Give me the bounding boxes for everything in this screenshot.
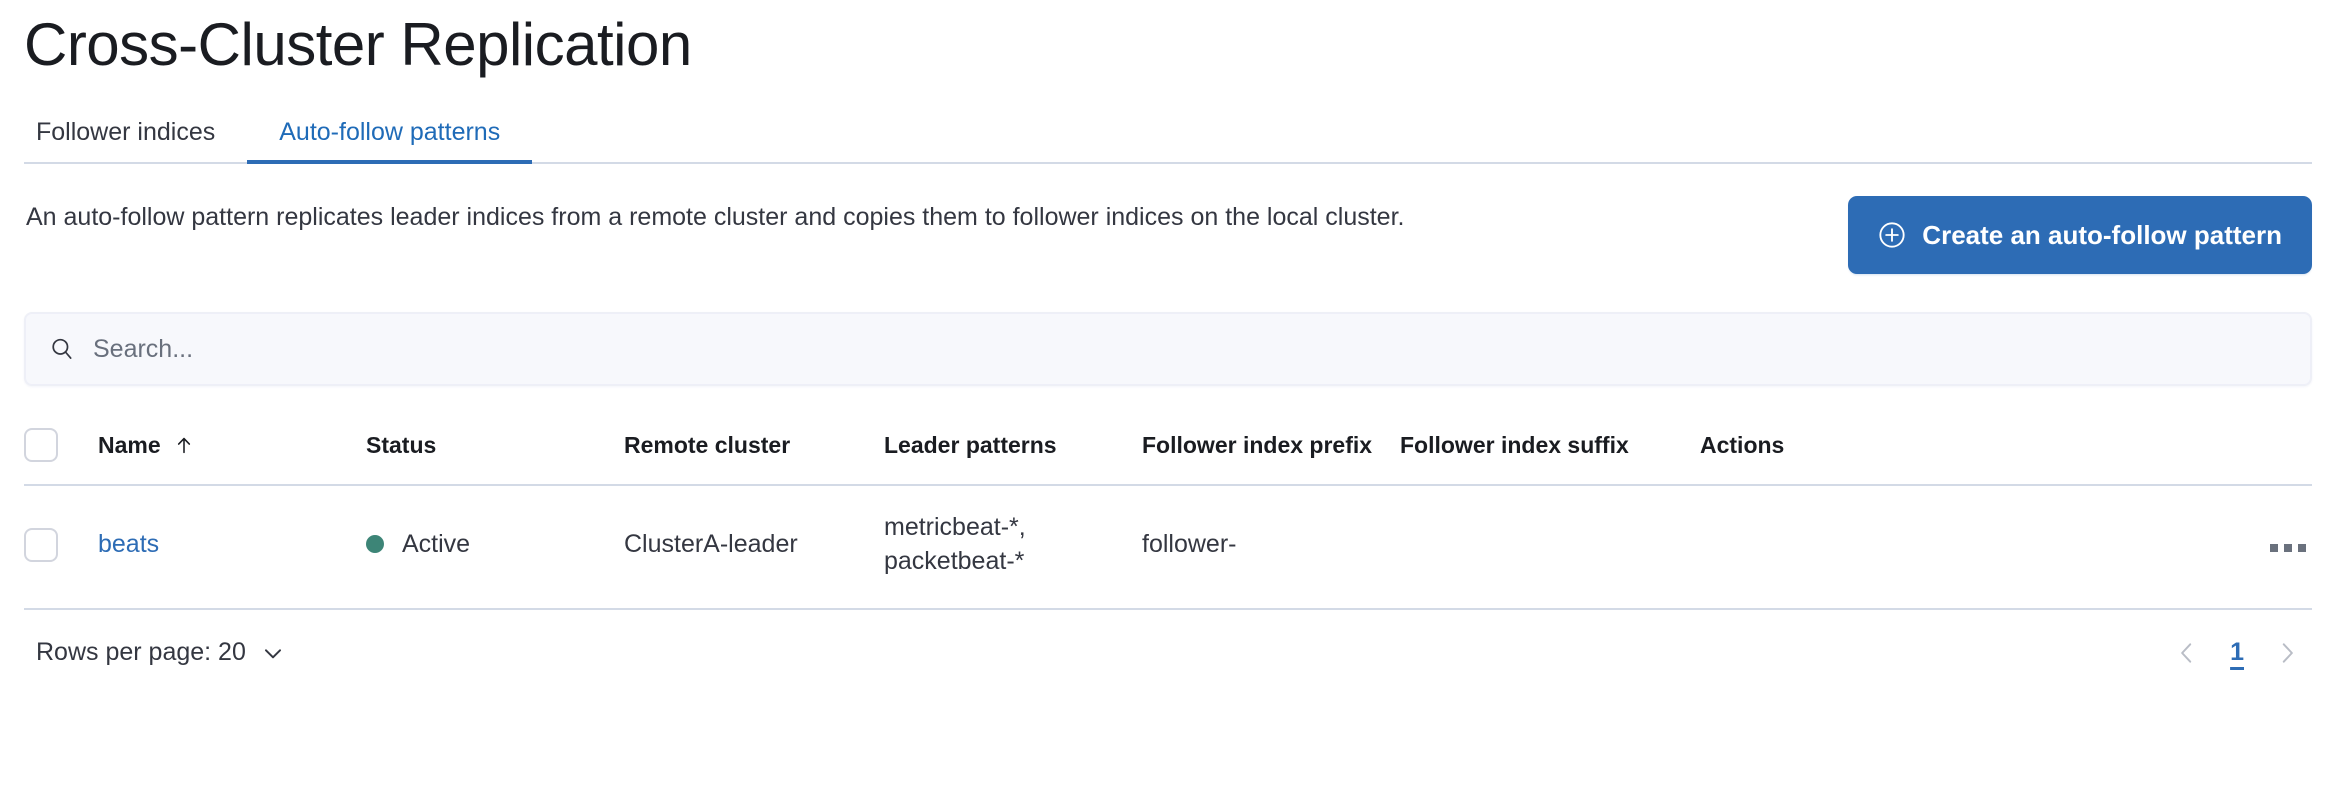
cell-remote-cluster: ClusterA-leader (624, 485, 884, 610)
arrow-up-icon (177, 437, 190, 454)
table-header-row: Name Status Remote cluster Leader patter… (24, 416, 2312, 486)
ellipsis-dot (2270, 544, 2278, 552)
pagination-page-1[interactable]: 1 (2230, 638, 2244, 666)
column-header-follower-index-prefix[interactable]: Follower index prefix (1142, 416, 1400, 486)
chevron-left-icon[interactable] (2174, 640, 2200, 666)
column-label-follower-index-prefix: Follower index prefix (1142, 431, 1373, 458)
status-dot-icon (366, 534, 384, 553)
table-header: Name Status Remote cluster Leader patter… (24, 416, 2312, 486)
chevron-right-icon[interactable] (2274, 640, 2300, 666)
table-row: beats Active ClusterA-leader metricbeat-… (24, 485, 2312, 610)
search-input[interactable] (93, 334, 2287, 364)
ellipsis-dot (2284, 544, 2292, 552)
plus-in-circle-icon (1879, 222, 1905, 248)
page-title: Cross-Cluster Replication (24, 11, 692, 78)
row-select-cell (24, 485, 98, 610)
table-footer: Rows per page: 20 1 (24, 638, 2312, 667)
cell-actions (1700, 485, 2312, 610)
pagination: 1 (2174, 638, 2300, 667)
search-bar[interactable] (24, 312, 2312, 386)
status-label: Active (402, 529, 471, 558)
search-icon (52, 338, 72, 359)
cell-follower-index-suffix (1400, 485, 1700, 610)
cell-follower-index-prefix: follower- (1142, 485, 1400, 610)
column-label-leader-patterns: Leader patterns (884, 431, 1057, 458)
cell-status: Active (366, 485, 624, 610)
ellipsis-dot (2298, 544, 2306, 552)
column-header-actions: Actions (1700, 416, 2312, 486)
auto-follow-patterns-table: Name Status Remote cluster Leader patter… (24, 416, 2312, 610)
column-header-follower-index-suffix[interactable]: Follower index suffix (1400, 416, 1700, 486)
cell-name: beats (98, 485, 366, 610)
status-badge: Active (366, 527, 470, 561)
column-header-status[interactable]: Status (366, 416, 624, 486)
row-actions-ellipsis-icon[interactable] (2264, 538, 2312, 558)
intro-description: An auto-follow pattern replicates leader… (26, 203, 1405, 231)
rows-per-page-select[interactable]: Rows per page: 20 (36, 638, 286, 667)
tab-auto-follow-patterns[interactable]: Auto-follow patterns (247, 118, 533, 164)
chevron-down-icon (264, 648, 281, 658)
column-label-actions: Actions (1700, 431, 1785, 458)
column-label-remote-cluster: Remote cluster (624, 431, 791, 458)
create-auto-follow-pattern-button[interactable]: Create an auto-follow pattern (1848, 196, 2312, 274)
column-header-name[interactable]: Name (98, 416, 366, 486)
column-header-leader-patterns[interactable]: Leader patterns (884, 416, 1142, 486)
pattern-name-link[interactable]: beats (98, 530, 160, 558)
create-button-label: Create an auto-follow pattern (1922, 219, 2282, 250)
column-label-status: Status (366, 431, 437, 458)
table-body: beats Active ClusterA-leader metricbeat-… (24, 485, 2312, 610)
select-all-checkbox[interactable] (24, 428, 58, 462)
tab-follower-indices[interactable]: Follower indices (24, 118, 247, 162)
row-checkbox[interactable] (24, 527, 58, 562)
tab-bar: Follower indices Auto-follow patterns (24, 106, 2312, 164)
rows-per-page-label: Rows per page: 20 (36, 638, 246, 666)
cell-leader-patterns: metricbeat-*, packetbeat-* (884, 485, 1142, 610)
column-label-follower-index-suffix: Follower index suffix (1400, 431, 1629, 458)
intro-row: An auto-follow pattern replicates leader… (24, 196, 2312, 274)
select-all-header (24, 416, 98, 486)
column-header-remote-cluster[interactable]: Remote cluster (624, 416, 884, 486)
column-label-name: Name (98, 431, 161, 458)
